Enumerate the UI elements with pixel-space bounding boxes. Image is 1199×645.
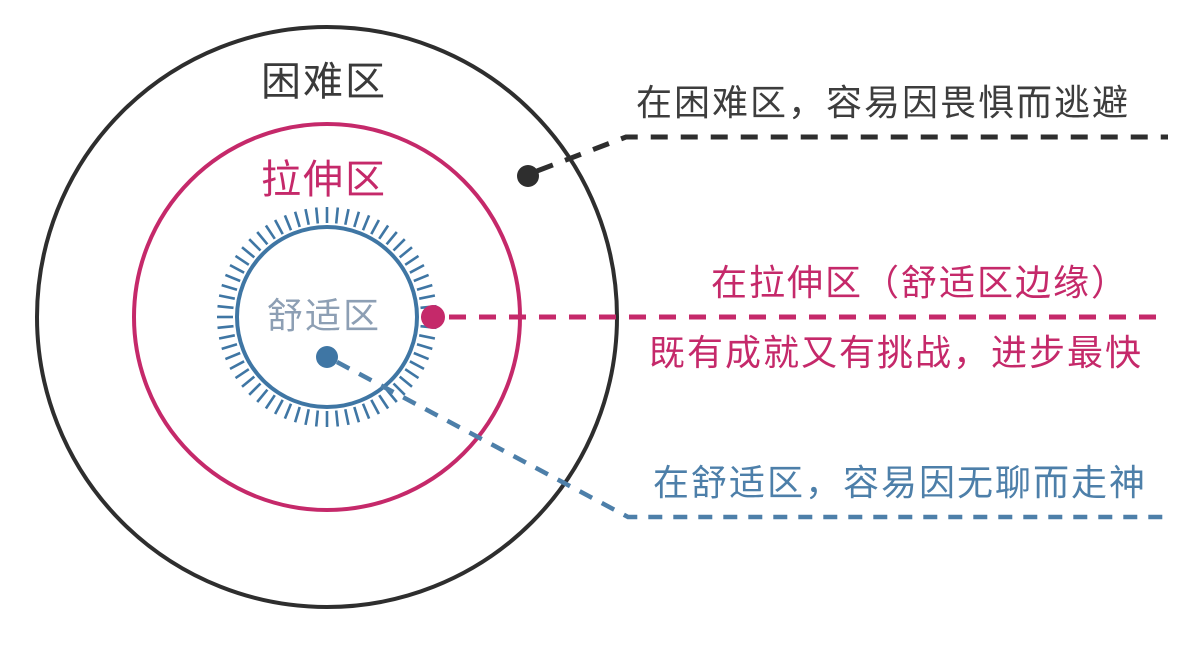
annotation-stretch-zone-title: 在拉伸区（舒适区边缘） [710,263,1130,304]
comfort-zone-dot [316,346,338,368]
annotation-comfort-zone: 在舒适区，容易因无聊而走神 [652,463,1148,504]
zone-label-stretch: 拉伸区 [261,157,387,203]
comfort-zone-circle [235,225,419,409]
zone-label-difficult: 困难区 [261,59,387,105]
annotation-difficult-zone: 在困难区，容易因畏惧而逃避 [635,83,1131,124]
difficult-zone-circle [35,25,619,609]
stretch-zone-dot [421,305,445,329]
difficult-leader-line [536,134,1168,174]
comfort-leader-line [335,360,1164,520]
comfort-zone-ticks [217,207,437,427]
annotation-stretch-zone-detail: 既有成就又有挑战，进步最快 [648,333,1144,374]
difficult-zone-dot [517,165,539,187]
zone-label-comfort: 舒适区 [266,296,382,337]
